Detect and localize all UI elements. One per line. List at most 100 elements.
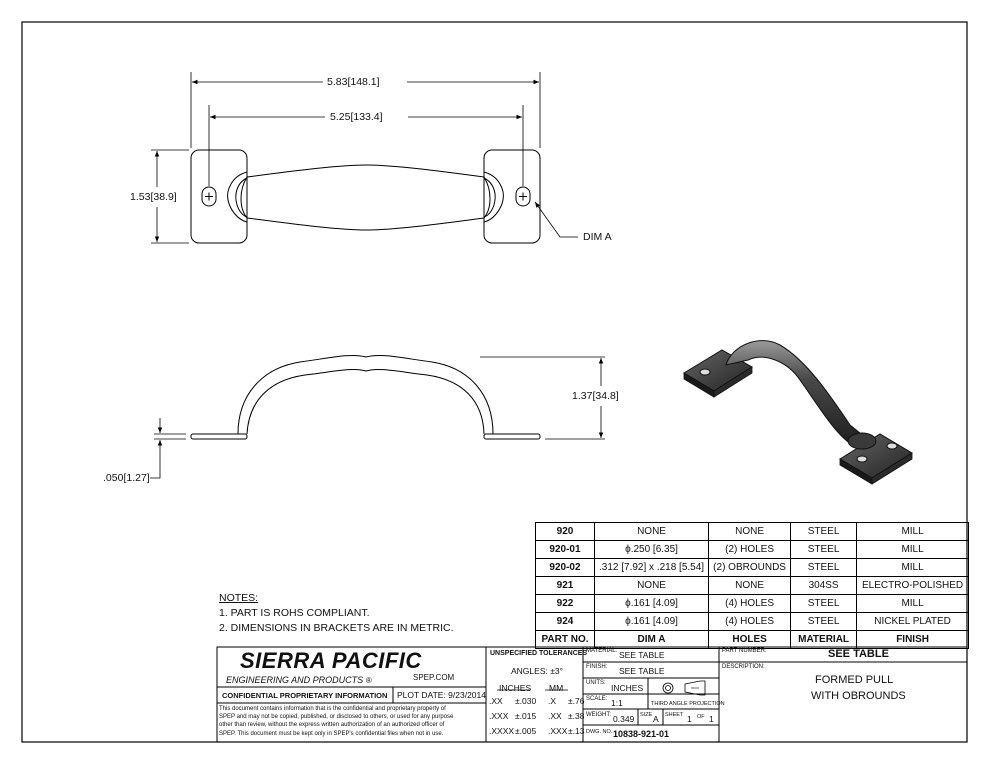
bracket-close: ] <box>146 472 150 484</box>
sheet-label: SHEET <box>665 712 684 718</box>
part-no-cell: 920-01 <box>535 540 595 559</box>
arch-inner <box>246 369 485 435</box>
bracket-open: [ <box>150 191 154 203</box>
left-flange <box>190 149 248 244</box>
tol-mm-place: .XXX <box>548 726 568 736</box>
units-label: UNITS: <box>586 680 606 686</box>
right-fillet-outer <box>483 171 504 223</box>
finish-cell: MILL <box>856 558 970 577</box>
material-cell: STEEL <box>790 558 858 577</box>
dwg-label: DWG. NO. <box>586 729 613 735</box>
table-row: 924 ϕ.161 [4.09] (4) HOLES STEEL NICKEL … <box>535 612 970 631</box>
dim-a-cell: ϕ.161 [4.09] <box>593 594 710 613</box>
left-fillet-outer <box>227 171 248 223</box>
confidential-title: CONFIDENTIAL PROPRIETARY INFORMATION <box>222 691 388 700</box>
tol-inch-place: .XXXX <box>489 726 515 736</box>
dim-a-cell: .312 [7.92] x .218 [5.54] <box>593 558 710 577</box>
angles-tolerance: ANGLES: ±3° <box>511 666 564 676</box>
height-value: 1.37 <box>572 390 593 402</box>
overall-length-mm: 148.1 <box>350 76 377 88</box>
table-row: 920-01 ϕ.250 [6.35] (2) HOLES STEEL MILL <box>535 540 970 559</box>
size-value: A <box>653 714 659 724</box>
left-obround <box>201 186 217 207</box>
holes-cell: NONE <box>708 522 792 541</box>
material-value: SEE TABLE <box>619 650 665 660</box>
confidential-line: SPEP and may not be copied, published, o… <box>219 714 454 721</box>
bracket-close: ] <box>376 76 380 88</box>
note-item: 1. PART IS ROHS COMPLIANT. <box>219 607 370 619</box>
height-mm: 34.8 <box>595 390 616 402</box>
dim-a-cell: NONE <box>593 522 710 541</box>
flange-width-dim: 1.53[38.9] <box>130 191 177 203</box>
holes-cell: (4) HOLES <box>708 594 792 613</box>
part-number-value: SEE TABLE <box>828 648 889 660</box>
tol-row-2: .XXX±.015.XX±.38 <box>489 711 584 721</box>
tol-inch-value: ±.005 <box>515 726 537 736</box>
dim-a-cell: ϕ.250 [6.35] <box>593 540 710 559</box>
tol-inch-value: ±.030 <box>515 696 537 706</box>
column-header: MATERIAL <box>790 630 858 649</box>
parts-table: 920 NONE NONE STEEL MILL 920-01 ϕ.250 [6… <box>535 522 970 649</box>
finish-cell: MILL <box>856 594 970 613</box>
of-value: 1 <box>709 714 714 724</box>
overall-length-value: 5.83 <box>327 76 348 88</box>
dim-a-label: DIM A <box>583 231 612 243</box>
column-header: FINISH <box>856 630 970 649</box>
plot-date: PLOT DATE: 9/23/2014 <box>397 690 486 700</box>
confidential-line: SPEP. This document must be kept only in… <box>219 730 444 737</box>
right-fillet-inner <box>483 177 496 218</box>
arch-outer <box>237 355 494 435</box>
dwg-value: 10838-921-01 <box>613 729 670 739</box>
sheet-value: 1 <box>687 714 692 724</box>
company-sub-text: ENGINEERING AND PRODUCTS <box>226 675 364 685</box>
holes-cell: NONE <box>708 576 792 595</box>
confidential-line: other than review, without the express w… <box>219 722 445 729</box>
bracket-open: [ <box>123 472 127 484</box>
thickness-dim: .050[1.27] <box>103 472 150 484</box>
confidential-line: This document contains information that … <box>219 706 446 712</box>
of-label: OF <box>697 714 705 720</box>
holes-cell: (4) HOLES <box>708 612 792 631</box>
part-no-cell: 922 <box>535 594 595 613</box>
tol-mm-place: .X <box>548 696 557 706</box>
right-center-mark <box>519 192 527 201</box>
overall-length-dim: 5.83[148.1] <box>327 76 380 88</box>
finish-value: SEE TABLE <box>619 666 665 676</box>
flange-width-mm: 38.9 <box>153 191 174 203</box>
tol-mm-place: .XX <box>548 711 562 721</box>
finish-cell: ELECTRO-POLISHED <box>856 576 970 595</box>
size-label: SIZE <box>640 712 653 718</box>
description-line-1: FORMED PULL <box>815 674 894 686</box>
table-row: 922 ϕ.161 [4.09] (4) HOLES STEEL MILL <box>535 594 970 613</box>
description-line-2: WITH OBROUNDS <box>811 690 906 702</box>
dim-a-cell: ϕ.161 [4.09] <box>593 612 710 631</box>
company-name: SIERRA PACIFIC <box>240 648 422 673</box>
tol-mm-value: ±.76 <box>568 696 585 706</box>
bracket-close: ] <box>615 390 619 402</box>
weight-value: 0.349 <box>613 714 635 724</box>
hole-spacing-dim: 5.25[133.4] <box>330 111 383 123</box>
table-row: 920 NONE NONE STEEL MILL <box>535 522 970 541</box>
part-no-cell: 920-02 <box>535 558 595 577</box>
height-dim: 1.37[34.8] <box>572 390 619 402</box>
dim-a-cell: NONE <box>593 576 710 595</box>
tol-inch-value: ±.015 <box>515 711 537 721</box>
material-cell: 304SS <box>790 576 858 595</box>
holes-cell: (2) OBROUNDS <box>708 558 792 577</box>
left-center-mark <box>205 192 213 201</box>
part-no-cell: 920 <box>535 522 595 541</box>
finish-label: FINISH: <box>586 664 608 670</box>
column-header: HOLES <box>708 630 792 649</box>
units-value: INCHES <box>611 683 644 693</box>
isometric-view <box>683 340 913 485</box>
thickness-value: .050 <box>103 472 124 484</box>
column-header: DIM A <box>593 630 710 649</box>
finish-cell: NICKEL PLATED <box>856 612 970 631</box>
note-item: 2. DIMENSIONS IN BRACKETS ARE IN METRIC. <box>219 622 454 634</box>
hole-spacing-mm: 133.4 <box>353 111 380 123</box>
bracket-open: [ <box>592 390 596 402</box>
tol-mm-value: ±.13 <box>568 726 585 736</box>
thickness-mm: 1.27 <box>126 472 147 484</box>
bracket-close: ] <box>379 111 383 123</box>
